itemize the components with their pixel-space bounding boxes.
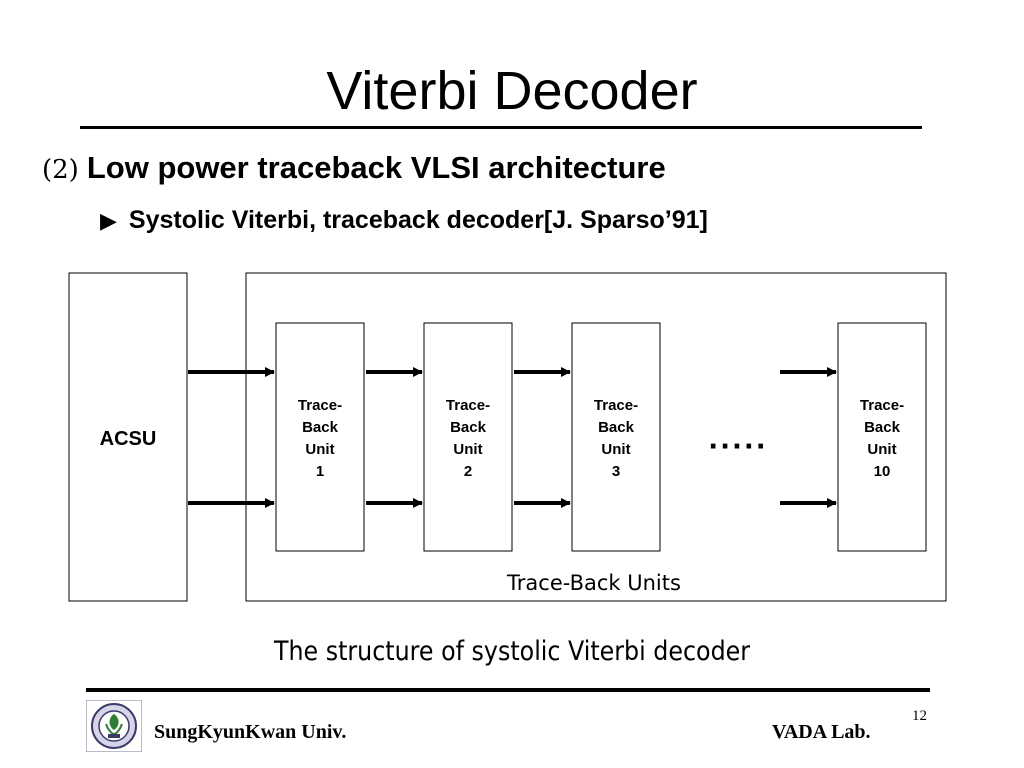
acsu-label: ACSU xyxy=(100,428,157,450)
dataflow-arrows xyxy=(188,367,837,508)
traceback-unit-3-box xyxy=(571,322,661,552)
acsu-block xyxy=(68,272,188,602)
unit-10-line-2: Back xyxy=(864,419,901,436)
footer-rule xyxy=(86,688,930,692)
subheading: ▶ Systolic Viterbi, traceback decoder[J. … xyxy=(100,200,708,240)
traceback-unit-1-box xyxy=(275,322,365,552)
unit-10-line-1: Trace- xyxy=(860,397,904,414)
unit-2-line-3: Unit xyxy=(453,441,482,458)
traceback-unit-1: Trace- Back Unit 1 xyxy=(275,322,365,552)
unit-2-line-4: 2 xyxy=(464,463,472,480)
subheading-text: Systolic Viterbi, traceback decoder[J. S… xyxy=(128,206,708,234)
unit-2-line-2: Back xyxy=(450,419,487,436)
traceback-unit-2-box xyxy=(423,322,513,552)
traceback-unit-2: Trace- Back Unit 2 xyxy=(423,322,513,552)
unit-3-line-3: Unit xyxy=(601,441,630,458)
heading: (2)Low power traceback VLSI architecture xyxy=(42,148,666,188)
unit-10-line-4: 10 xyxy=(874,463,891,480)
ellipsis-dots: ····· xyxy=(708,432,767,462)
unit-10-line-3: Unit xyxy=(867,441,896,458)
unit-1-line-1: Trace- xyxy=(298,397,342,414)
unit-3-line-1: Trace- xyxy=(594,397,638,414)
slide-title: Viterbi Decoder xyxy=(326,61,698,121)
unit-1-line-2: Back xyxy=(302,419,339,436)
diagram-caption: The structure of systolic Viterbi decode… xyxy=(273,636,751,667)
traceback-unit-10-box xyxy=(837,322,927,552)
university-seal-icon xyxy=(86,700,142,752)
title-underline xyxy=(80,126,922,129)
heading-text: Low power traceback VLSI architecture xyxy=(86,150,666,185)
traceback-unit-3: Trace- Back Unit 3 xyxy=(571,322,661,552)
unit-1-line-4: 1 xyxy=(316,463,324,480)
unit-3-line-4: 3 xyxy=(612,463,620,480)
traceback-units-label: Trace-Back Units xyxy=(506,571,681,595)
unit-3-line-2: Back xyxy=(598,419,635,436)
footer-lab: VADA Lab. xyxy=(772,721,871,743)
page-number: 12 xyxy=(912,708,927,724)
unit-2-line-1: Trace- xyxy=(446,397,490,414)
heading-number: (2) xyxy=(42,155,79,185)
footer-university: SungKyunKwan Univ. xyxy=(154,721,347,743)
bullet-triangle-icon: ▶ xyxy=(100,208,117,233)
traceback-unit-10: Trace- Back Unit 10 xyxy=(837,322,927,552)
unit-1-line-3: Unit xyxy=(305,441,334,458)
